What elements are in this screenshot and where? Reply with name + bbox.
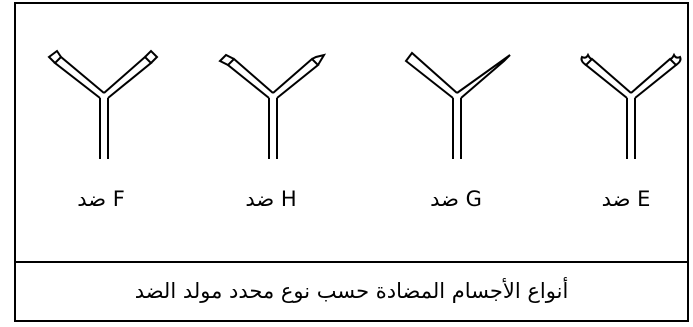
- antibody-f-label: ضد F: [77, 187, 125, 211]
- antibody-g-shape: [404, 51, 511, 159]
- diagram-caption: أنواع الأجسام المضادة حسب نوع محدد مولد …: [134, 279, 569, 303]
- antibody-f-shape: [47, 49, 159, 159]
- antibody-e-label: ضد E: [601, 187, 651, 211]
- antibody-h-label: ضد H: [245, 187, 297, 211]
- caption-divider: [16, 261, 687, 263]
- diagram-frame: ضد F ضد H ضد G ضد E أنواع الأجسام المضاد…: [14, 2, 689, 322]
- antibody-e-shape: [580, 52, 682, 159]
- antibody-g-label: ضد G: [430, 187, 482, 211]
- antibody-h-shape: [218, 53, 327, 159]
